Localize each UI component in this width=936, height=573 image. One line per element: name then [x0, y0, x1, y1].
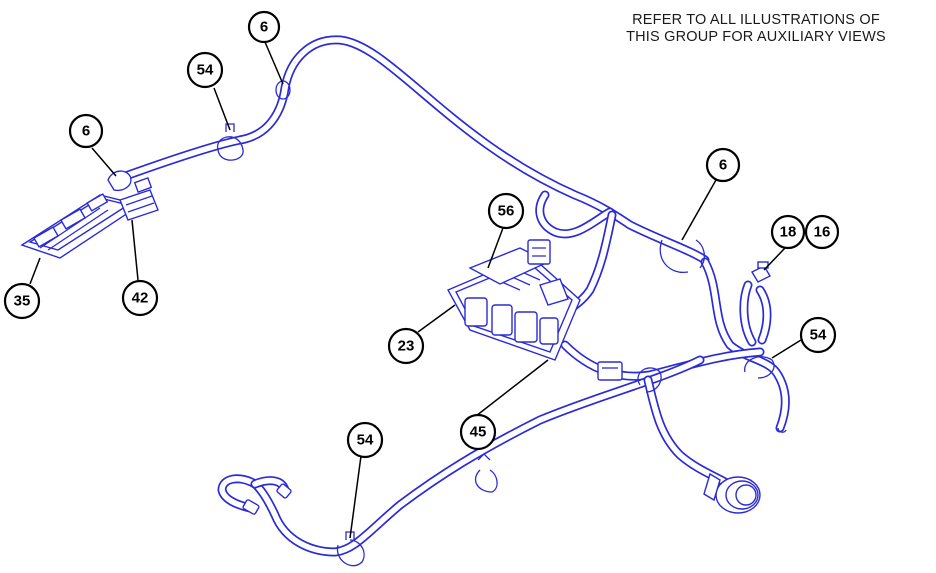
center-connector-bracket	[447, 239, 623, 381]
clip-6-top	[275, 80, 291, 100]
svg-text:54: 54	[810, 327, 827, 344]
harness-clips	[217, 80, 775, 567]
callout-6-top: 6	[247, 10, 281, 44]
svg-text:42: 42	[132, 290, 149, 307]
callout-23: 23	[387, 327, 425, 365]
svg-text:35: 35	[14, 293, 31, 310]
connector-6-left	[107, 170, 132, 192]
callout-35: 35	[3, 282, 41, 320]
callout-42: 42	[121, 279, 159, 317]
fastener-18-16	[751, 261, 771, 283]
round-connector	[703, 472, 761, 514]
clip-54-top	[217, 123, 244, 161]
right-lower-connector-wire	[643, 375, 730, 487]
harness-wires	[115, 35, 790, 557]
callout-6-right: 6	[705, 147, 741, 183]
small-connector-mid	[597, 361, 623, 381]
auxiliary-views-note: REFER TO ALL ILLUSTRATIONS OF THIS GROUP…	[586, 12, 926, 46]
clip-6-right	[659, 239, 706, 273]
svg-text:6: 6	[719, 157, 727, 174]
svg-text:6: 6	[260, 19, 268, 36]
svg-text:18: 18	[780, 224, 797, 241]
callouts: 6 54 6 35 42 56 23 45 6 18 16	[3, 10, 840, 459]
left-module-assembly	[20, 170, 159, 259]
pigtail-connectors	[242, 427, 787, 515]
svg-text:16: 16	[814, 224, 831, 241]
clip-54-mid	[475, 453, 498, 493]
callout-54-bottom: 54	[346, 421, 384, 459]
svg-text:23: 23	[398, 338, 415, 355]
callout-54-top: 54	[186, 51, 224, 89]
small-connector-upper	[527, 239, 551, 265]
leader-lines	[29, 41, 802, 539]
svg-text:56: 56	[498, 203, 515, 220]
callout-54-right: 54	[799, 316, 837, 354]
clip-mid-junction	[637, 367, 662, 393]
clip-54-right	[744, 356, 775, 379]
callout-16: 16	[804, 214, 840, 250]
note-line-2: THIS GROUP FOR AUXILIARY VIEWS	[626, 29, 886, 45]
callout-6-left: 6	[68, 113, 104, 149]
svg-text:54: 54	[357, 432, 374, 449]
clip-54-bottom	[336, 531, 365, 567]
svg-text:6: 6	[82, 123, 90, 140]
connector-42	[119, 189, 159, 221]
note-line-1: REFER TO ALL ILLUSTRATIONS OF	[632, 12, 880, 28]
callout-45: 45	[459, 413, 497, 451]
callout-18: 18	[770, 214, 806, 250]
svg-text:45: 45	[470, 424, 487, 441]
svg-text:54: 54	[197, 62, 214, 79]
callout-56: 56	[487, 192, 525, 230]
